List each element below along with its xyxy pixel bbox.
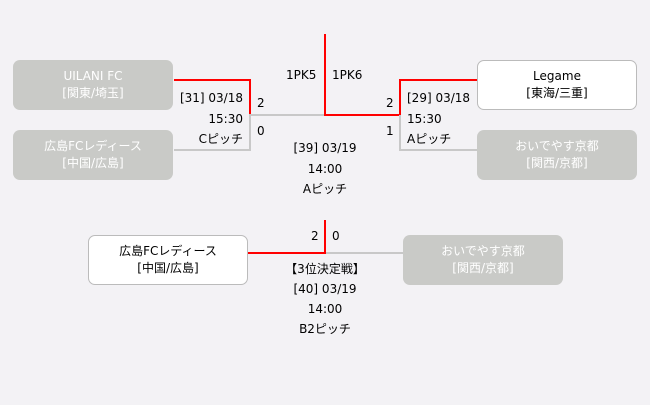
final-match-info: [39] 03/19 (293, 141, 357, 155)
bracket-line (248, 252, 326, 254)
bracket-line (249, 79, 251, 115)
team-name: おいでやす京都 (515, 139, 599, 153)
team-region: [中国/広島] (137, 261, 199, 275)
final-pitch: Aピッチ (302, 182, 348, 196)
team-name: 広島FCレディース (119, 244, 217, 258)
third-place-title: 【3位決定戦】 (285, 262, 365, 276)
match-time: 15:30 (208, 112, 243, 126)
third-match-info: [40] 03/19 (293, 282, 357, 296)
score: 0 (332, 229, 340, 243)
match-info: [29] 03/18 (407, 91, 471, 105)
third-team-hiroshima[interactable]: 広島FCレディース [中国/広島] (88, 235, 248, 285)
bracket-line (249, 115, 251, 151)
third-team-oideyasu[interactable]: おいでやす京都 [関西/京都] (403, 235, 563, 285)
team-name: おいでやす京都 (441, 244, 525, 258)
score: 2 (386, 96, 394, 110)
match-pitch: Aピッチ (407, 132, 452, 146)
score: 2 (257, 96, 265, 110)
team-name: Legame (533, 69, 581, 83)
bracket-line (249, 114, 325, 116)
bracket-line (174, 149, 251, 151)
bracket-line (399, 79, 477, 81)
team-legame[interactable]: Legame [東海/三重] (477, 60, 637, 110)
team-hiroshima[interactable]: 広島FCレディース [中国/広島] (13, 130, 173, 180)
bracket-line (324, 34, 326, 116)
bracket-line (324, 220, 326, 254)
team-name: 広島FCレディース (44, 139, 142, 153)
score: 1 (386, 124, 394, 138)
team-region: [関東/埼玉] (62, 86, 124, 100)
team-region: [関西/京都] (452, 261, 514, 275)
team-oideyasu[interactable]: おいでやす京都 [関西/京都] (477, 130, 637, 180)
final-score-right: 1PK6 (332, 68, 363, 82)
bracket-line (399, 115, 401, 151)
score: 2 (311, 229, 319, 243)
team-name: UILANI FC (63, 69, 123, 83)
score: 0 (257, 124, 265, 138)
final-time: 14:00 (307, 162, 343, 176)
bracket-line (399, 149, 477, 151)
team-uilani[interactable]: UILANI FC [関東/埼玉] (13, 60, 173, 110)
final-score-left: 1PK5 (286, 68, 317, 82)
team-region: [東海/三重] (526, 86, 588, 100)
match-pitch: Cピッチ (198, 132, 243, 146)
bracket-line (174, 79, 251, 81)
third-pitch: B2ピッチ (299, 322, 351, 336)
match-time: 15:30 (407, 112, 442, 126)
bracket-line (324, 114, 401, 116)
third-time: 14:00 (307, 302, 343, 316)
team-region: [関西/京都] (526, 156, 588, 170)
team-region: [中国/広島] (62, 156, 124, 170)
bracket-line (326, 252, 403, 254)
match-info: [31] 03/18 (179, 91, 243, 105)
bracket-line (399, 79, 401, 115)
